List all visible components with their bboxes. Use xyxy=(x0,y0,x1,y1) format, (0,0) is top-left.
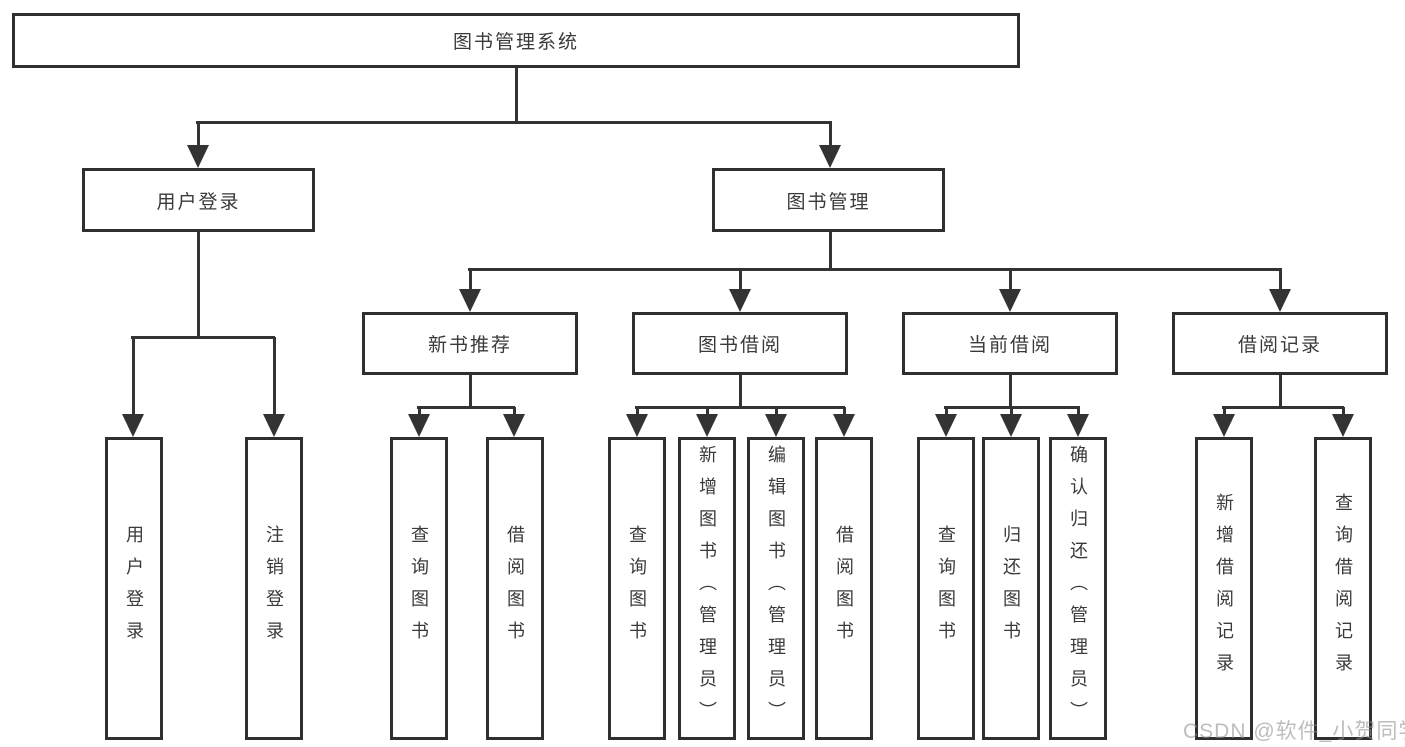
arrowhead-down-icon xyxy=(833,414,855,437)
connector-line xyxy=(417,406,515,409)
connector-line xyxy=(775,407,778,416)
arrowhead-down-icon xyxy=(122,414,144,437)
node-label: 确认归还（管理员） xyxy=(1068,444,1088,733)
connector-line xyxy=(1010,407,1013,416)
leaf-confirm-return-admin: 确认归还（管理员） xyxy=(1049,437,1107,740)
leaf-edit-book-admin: 编辑图书（管理员） xyxy=(747,437,805,740)
connector-line xyxy=(635,406,845,409)
arrowhead-down-icon xyxy=(1269,289,1291,312)
connector-line xyxy=(513,407,516,416)
connector-line xyxy=(515,68,518,123)
connector-line xyxy=(1223,407,1226,416)
arrowhead-down-icon xyxy=(408,414,430,437)
node-label: 新书推荐 xyxy=(427,335,512,356)
node-book-borrow: 图书借阅 xyxy=(632,312,848,375)
node-label: 图书管理 xyxy=(786,191,871,213)
arrowhead-down-icon xyxy=(819,145,841,168)
leaf-user-login: 用户登录 xyxy=(105,437,163,740)
arrowhead-down-icon xyxy=(1000,414,1022,437)
node-label: 新增图书（管理员） xyxy=(697,444,717,733)
node-label: 用户登录 xyxy=(124,524,144,653)
arrowhead-down-icon xyxy=(765,414,787,437)
connector-line xyxy=(1009,375,1012,408)
leaf-query-book-borrow: 查询图书 xyxy=(608,437,666,740)
arrowhead-down-icon xyxy=(626,414,648,437)
connector-line xyxy=(197,232,200,338)
node-user-login: 用户登录 xyxy=(82,168,315,232)
leaf-query-book-current: 查询图书 xyxy=(917,437,975,740)
arrowhead-down-icon xyxy=(999,289,1021,312)
node-label: 用户登录 xyxy=(156,191,241,213)
connector-line xyxy=(132,337,135,416)
connector-line xyxy=(418,407,421,416)
node-label: 借阅图书 xyxy=(505,524,525,653)
leaf-return-book: 归还图书 xyxy=(982,437,1040,740)
connector-line xyxy=(1077,407,1080,416)
arrowhead-down-icon xyxy=(503,414,525,437)
connector-line xyxy=(1279,375,1282,408)
arrowhead-down-icon xyxy=(459,289,481,312)
connector-line xyxy=(196,121,832,124)
connector-line xyxy=(739,269,742,291)
node-borrow-records: 借阅记录 xyxy=(1172,312,1388,375)
node-label: 编辑图书（管理员） xyxy=(766,444,786,733)
connector-line xyxy=(273,337,276,416)
node-label: 借阅图书 xyxy=(834,524,854,653)
leaf-query-book-recommend: 查询图书 xyxy=(390,437,448,740)
leaf-borrow-book-recommend: 借阅图书 xyxy=(486,437,544,740)
arrowhead-down-icon xyxy=(1332,414,1354,437)
csdn-watermark: CSDN @软件_小贺同学 xyxy=(1183,720,1405,743)
connector-line xyxy=(829,232,832,270)
node-label: 查询图书 xyxy=(936,524,956,653)
connector-line xyxy=(469,269,472,291)
node-label: 新增借阅记录 xyxy=(1214,492,1234,685)
leaf-add-borrow-record: 新增借阅记录 xyxy=(1195,437,1253,740)
leaf-logout: 注销登录 xyxy=(245,437,303,740)
arrowhead-down-icon xyxy=(263,414,285,437)
arrowhead-down-icon xyxy=(696,414,718,437)
node-library-system: 图书管理系统 xyxy=(12,13,1020,68)
arrowhead-down-icon xyxy=(935,414,957,437)
connector-line xyxy=(469,375,472,408)
connector-line xyxy=(739,375,742,408)
node-current-borrow: 当前借阅 xyxy=(902,312,1118,375)
node-label: 查询图书 xyxy=(409,524,429,653)
connector-line xyxy=(1222,406,1344,409)
arrowhead-down-icon xyxy=(1067,414,1089,437)
node-label: 查询图书 xyxy=(627,524,647,653)
connector-line xyxy=(197,122,200,148)
arrowhead-down-icon xyxy=(729,289,751,312)
node-book-management: 图书管理 xyxy=(712,168,945,232)
arrowhead-down-icon xyxy=(1213,414,1235,437)
connector-line xyxy=(829,122,832,148)
connector-line xyxy=(1009,269,1012,291)
leaf-borrow-book: 借阅图书 xyxy=(815,437,873,740)
node-label: 图书借阅 xyxy=(697,335,782,356)
connector-line xyxy=(468,268,1282,271)
node-label: 注销登录 xyxy=(264,524,284,653)
node-label: 归还图书 xyxy=(1001,524,1021,653)
arrowhead-down-icon xyxy=(187,145,209,168)
node-label: 当前借阅 xyxy=(967,335,1052,356)
connector-line xyxy=(945,407,948,416)
connector-line xyxy=(843,407,846,416)
node-label: 借阅记录 xyxy=(1237,335,1322,356)
connector-line xyxy=(131,336,275,339)
connector-line xyxy=(706,407,709,416)
node-new-book-recommend: 新书推荐 xyxy=(362,312,578,375)
connector-line xyxy=(1279,269,1282,291)
leaf-add-book-admin: 新增图书（管理员） xyxy=(678,437,736,740)
connector-line xyxy=(1342,407,1345,416)
node-label: 查询借阅记录 xyxy=(1333,492,1353,685)
leaf-query-borrow-record: 查询借阅记录 xyxy=(1314,437,1372,740)
connector-line xyxy=(636,407,639,416)
node-label: 图书管理系统 xyxy=(452,32,579,53)
